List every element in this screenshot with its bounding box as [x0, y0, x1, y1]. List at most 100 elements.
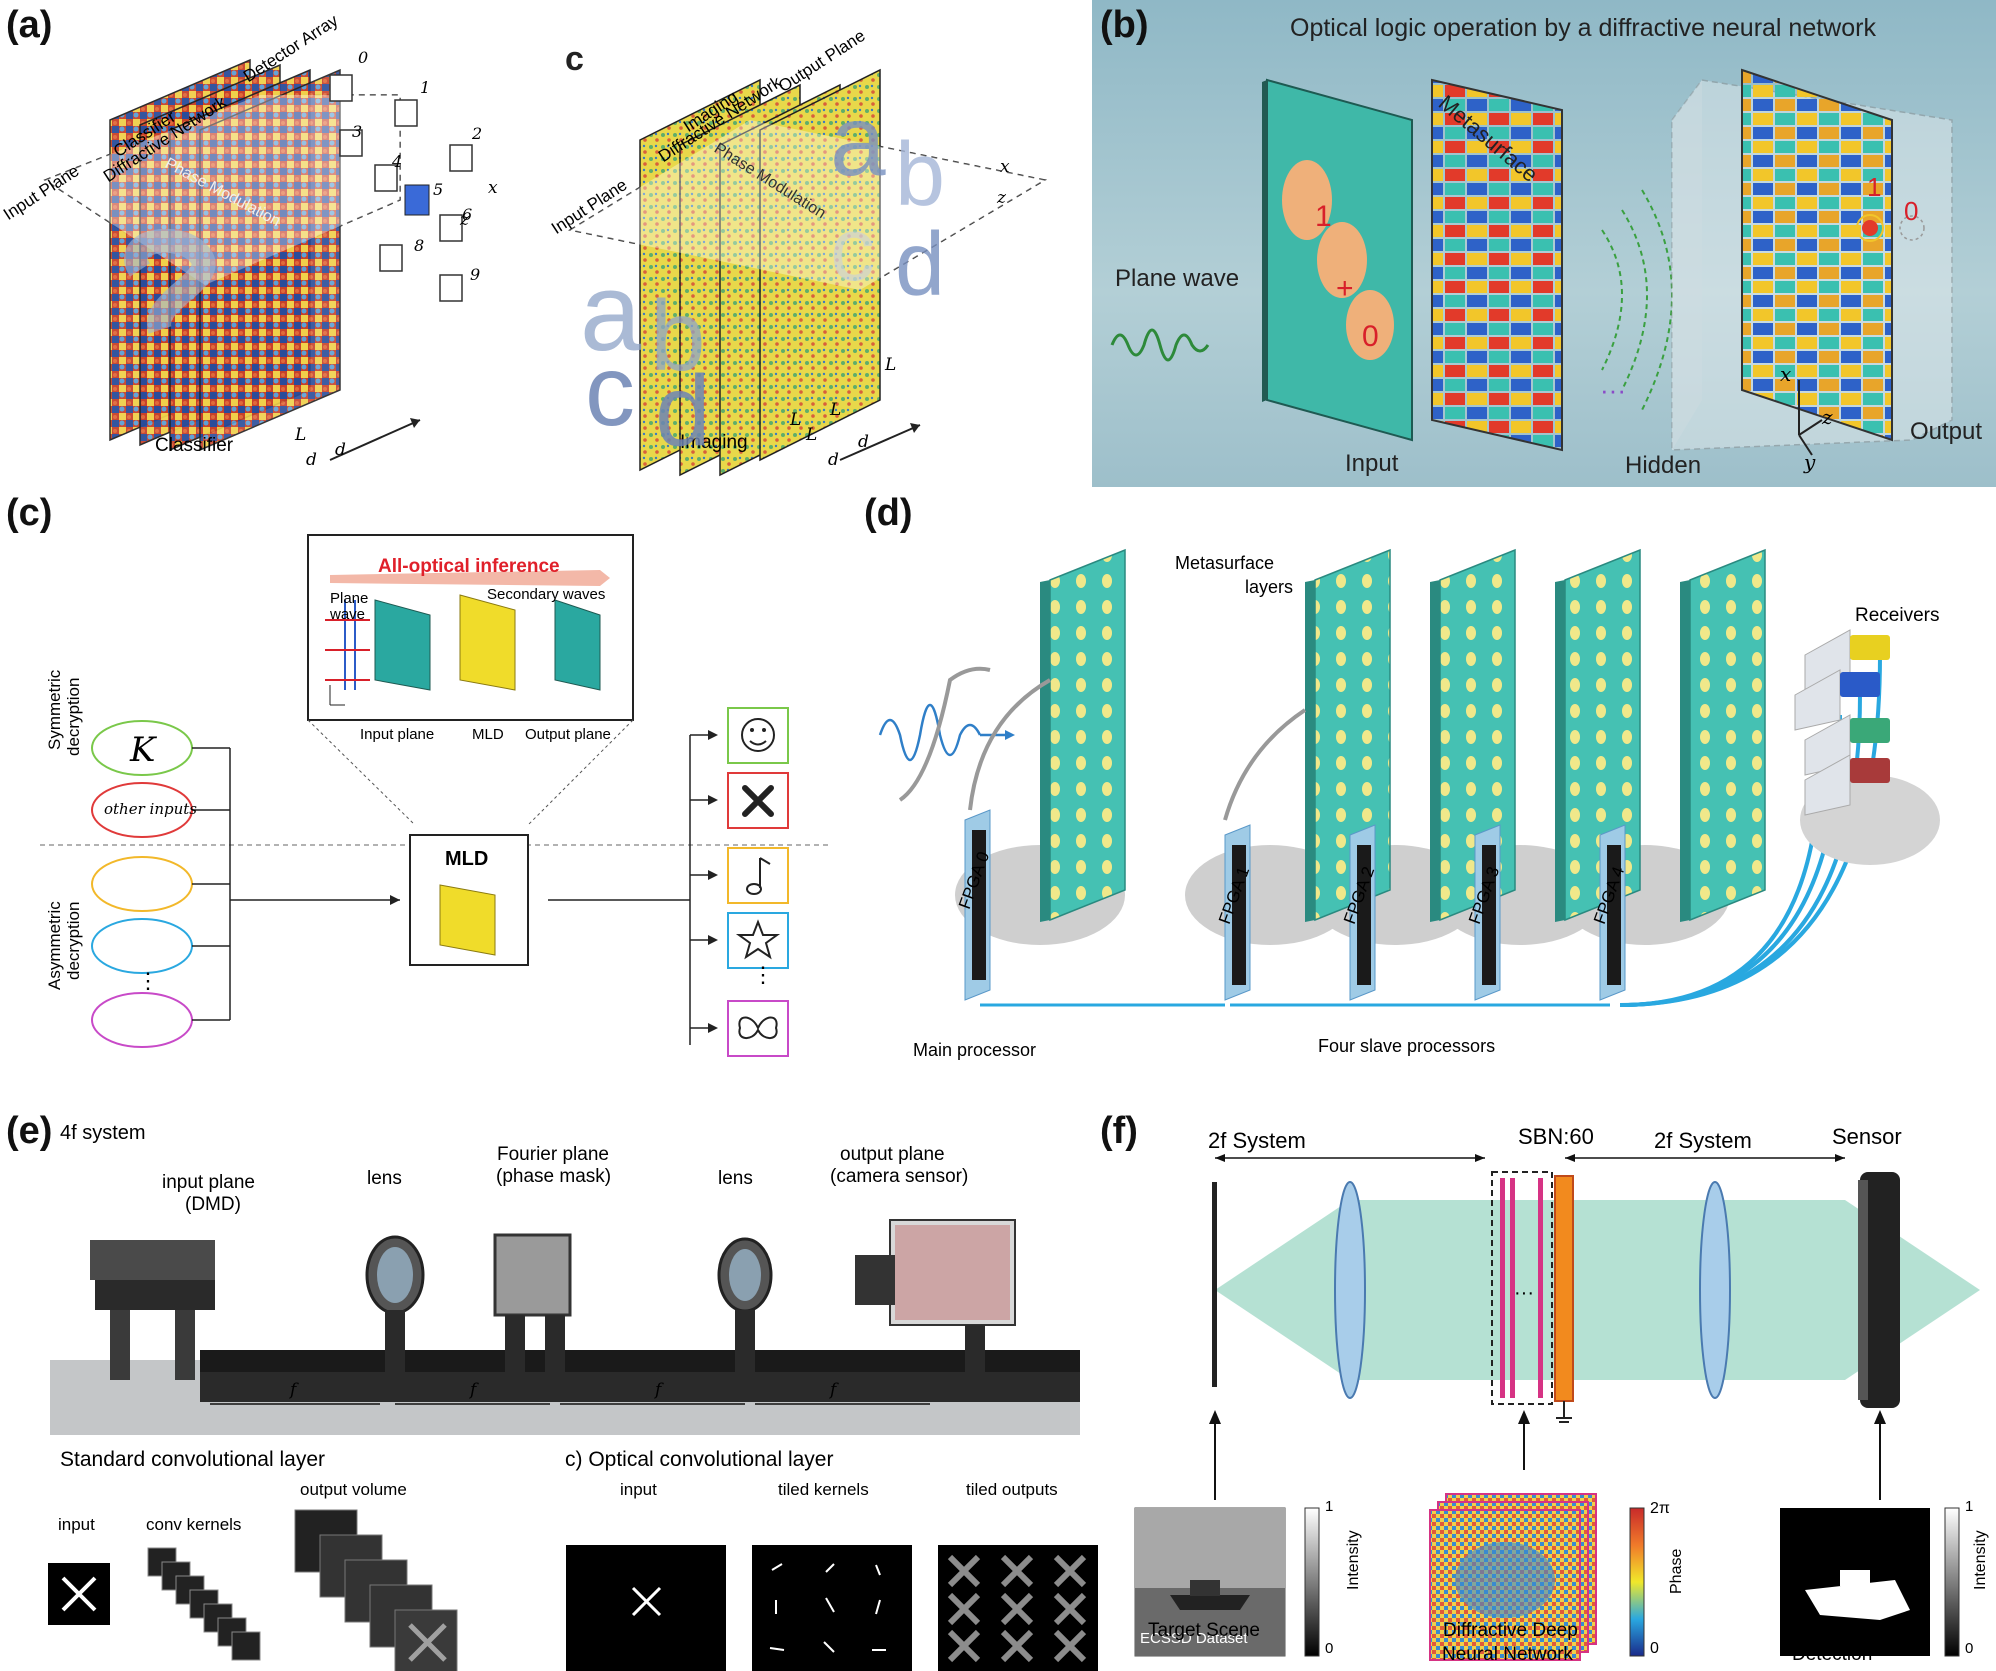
panel-e-label: (e): [6, 1110, 53, 1152]
a-d1: d: [306, 450, 317, 470]
svg-text:a: a: [580, 251, 642, 374]
panel-a-sub-c: c: [565, 40, 584, 78]
b-input-one: 1: [1315, 200, 1332, 233]
f-intensity-2-top: 1: [1965, 1498, 1974, 1515]
f-intensity-label-1: Intensity: [1345, 1530, 1362, 1590]
e-output-plane: output plane: [840, 1144, 945, 1165]
b-output-one: 1: [1867, 172, 1882, 202]
d-main-processor: Main processor: [913, 1040, 1037, 1060]
c-other-inputs: other inputs: [104, 800, 197, 818]
b-input-plus: +: [1336, 272, 1354, 305]
digit-5: 5: [433, 180, 444, 199]
digit-2: 2: [472, 124, 483, 143]
c-d2: d: [858, 432, 869, 452]
digit-0: 0: [358, 48, 369, 67]
a-axis-x: x: [488, 178, 498, 198]
b-plane-wave: Plane wave: [1115, 265, 1240, 292]
c-output-plane: Output plane: [525, 726, 611, 743]
svg-text:d: d: [655, 355, 711, 460]
svg-text:d: d: [895, 215, 945, 315]
b-axis-z: z: [1822, 405, 1833, 429]
a-classifier-caption: Classifier: [155, 435, 234, 456]
f-system-1: 2f System: [1208, 1128, 1306, 1153]
digit-1: 1: [420, 78, 431, 97]
e-input-dmd: (DMD): [185, 1194, 241, 1215]
f-intensity-2-bottom: 0: [1965, 1640, 1974, 1657]
d-receivers: Receivers: [1855, 605, 1940, 626]
svg-text:c: c: [830, 200, 875, 300]
svg-text:b: b: [895, 125, 945, 225]
c-L2: L: [790, 410, 802, 430]
e-lens-2: lens: [718, 1168, 753, 1189]
d-layers: layers: [1245, 577, 1294, 597]
f-dots: ···: [1514, 1282, 1534, 1304]
panel-c-label: (c): [6, 492, 53, 534]
b-ellipsis: ···: [1600, 375, 1626, 405]
e-fourier-plane: Fourier plane: [497, 1144, 609, 1165]
e-tiled-kernels: tiled kernels: [778, 1480, 869, 1499]
imaging-letters: a b c d a b c d: [580, 85, 945, 460]
digit-6: 6: [462, 205, 473, 224]
c-wave: wave: [330, 606, 366, 623]
e-input-label: input: [58, 1515, 95, 1534]
c-asymmetric-decryption: decryption: [64, 901, 83, 980]
e-f-4: f: [830, 1380, 837, 1400]
c-symmetric: Symmetric: [45, 669, 64, 750]
panel-f-label: (f): [1100, 1110, 1138, 1152]
a-axis-z: z: [460, 210, 469, 230]
e-lens-1: lens: [367, 1168, 402, 1189]
b-title: Optical logic operation by a diffractive…: [1290, 14, 1876, 42]
c-secondary: Secondary waves: [487, 586, 606, 603]
c-vdots: ⋮: [137, 968, 159, 993]
c-mld-small: MLD: [472, 726, 504, 743]
b-output-zero: 0: [1904, 196, 1919, 226]
f-intensity-label-2: Intensity: [1972, 1530, 1989, 1590]
digit-3: 3: [352, 122, 363, 141]
panel-b-figure: [1110, 68, 1953, 456]
b-axis-x: x: [1780, 362, 1792, 386]
imaging-stack: [567, 68, 1048, 477]
e-system: 4f system: [60, 1122, 146, 1144]
svg-text:c: c: [585, 335, 635, 447]
c-symmetric-decryption: decryption: [64, 677, 83, 756]
a-L1: L: [295, 425, 307, 445]
b-output: Output: [1910, 418, 1983, 445]
c-plane: Plane: [330, 590, 369, 607]
c-axis-z: z: [997, 188, 1006, 208]
e-conv-kernels: conv kernels: [146, 1515, 242, 1534]
panel-a-label: (a): [6, 4, 53, 46]
f-target-scene: Target Scene: [1148, 1620, 1260, 1641]
c-inference: All-optical inference: [378, 556, 560, 577]
c-L1: L: [806, 425, 818, 445]
f-salient-2: Detection: [1792, 1644, 1873, 1665]
f-salient-1: Salient Object: [1782, 1620, 1901, 1641]
f-system-2: 2f System: [1654, 1128, 1752, 1153]
e-standard-conv: Standard convolutional layer: [60, 1448, 326, 1471]
c-axis-x: x: [1000, 157, 1010, 177]
f-phase-bottom: 0: [1650, 1640, 1659, 1657]
b-axis-y: y: [1804, 450, 1816, 474]
e-input-label-2: input: [620, 1480, 657, 1499]
c-imaging-caption: Imaging: [680, 432, 748, 453]
digit-4: 4: [392, 152, 403, 171]
c-input-plane: Input plane: [360, 726, 435, 743]
panel-d-label: (d): [864, 492, 913, 534]
e-camera-sensor: (camera sensor): [830, 1166, 969, 1187]
f-intensity-1-bottom: 0: [1325, 1640, 1334, 1657]
panel-e-figure: [48, 1219, 1098, 1671]
f-phase-label: Phase: [1668, 1548, 1685, 1594]
e-input-plane: input plane: [162, 1172, 255, 1193]
d-slave-processors: Four slave processors: [1318, 1036, 1496, 1056]
c-asymmetric: Asymmetric: [45, 901, 64, 990]
c-out-vdots: ⋮: [752, 962, 774, 987]
e-f-1: f: [290, 1380, 297, 1400]
b-input-zero: 0: [1362, 320, 1379, 353]
e-f-3: f: [655, 1380, 662, 1400]
f-sbn: SBN:60: [1518, 1124, 1594, 1149]
digit-8: 8: [414, 236, 425, 255]
e-f-2: f: [470, 1380, 477, 1400]
e-tiled-outputs: tiled outputs: [966, 1480, 1058, 1499]
b-hidden: Hidden: [1625, 452, 1702, 479]
svg-text:b: b: [650, 280, 706, 392]
c-Lm: L: [885, 355, 897, 375]
